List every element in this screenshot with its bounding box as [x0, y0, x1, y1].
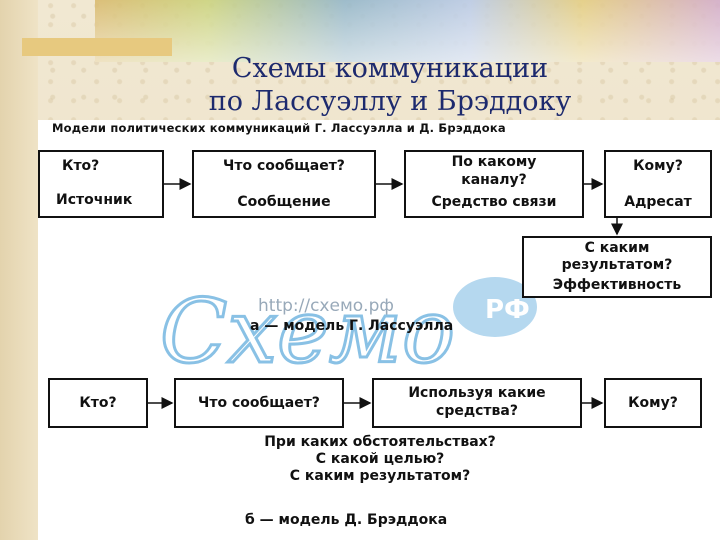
watermark-splash: [453, 277, 537, 337]
lasswell-whom-answer: Адресат: [624, 194, 692, 210]
lasswell-who-question: Кто?: [62, 158, 100, 174]
title-line-2: по Лассуэллу и Брэддоку: [208, 86, 572, 117]
figure-caption: Модели политических коммуникаций Г. Ласс…: [52, 121, 506, 135]
watermark-badge: РФ: [485, 295, 530, 325]
braddock-box-who: Кто?: [48, 378, 148, 428]
top-decor-stripe: [22, 38, 172, 56]
braddock-what-label: Что сообщает?: [198, 395, 320, 411]
braddock-caption: б — модель Д. Брэддока: [245, 512, 448, 528]
watermark-url: http://схемо.рф: [258, 296, 394, 316]
braddock-whom-label: Кому?: [628, 395, 678, 411]
left-decor-bar: [0, 0, 38, 540]
braddock-question-2: С какой целью?: [315, 451, 445, 467]
lasswell-result-q2: результатом?: [561, 257, 673, 273]
page-title: Схемы коммуникации по Лассуэллу и Брэддо…: [120, 52, 660, 118]
lasswell-box-what: Что сообщает? Сообщение: [192, 150, 376, 218]
braddock-box-whom: Кому?: [604, 378, 702, 428]
braddock-means-line1: Используя какие: [408, 385, 546, 401]
lasswell-caption: а — модель Г. Лассуэлла: [250, 318, 454, 334]
top-decor-shade: [95, 0, 720, 62]
lasswell-box-result: С каким результатом? Эффективность: [522, 236, 712, 298]
lasswell-whom-question: Кому?: [633, 158, 683, 174]
lasswell-who-answer: Источник: [56, 192, 133, 208]
braddock-means-line2: средства?: [436, 403, 518, 419]
braddock-question-3: С каким результатом?: [289, 468, 471, 484]
braddock-box-means: Используя какие средства?: [372, 378, 582, 428]
lasswell-what-question: Что сообщает?: [223, 158, 345, 174]
braddock-box-what: Что сообщает?: [174, 378, 344, 428]
title-line-1: Схемы коммуникации: [231, 53, 549, 84]
lasswell-result-answer: Эффективность: [552, 277, 682, 293]
lasswell-box-channel: По какому каналу? Средство связи: [404, 150, 584, 218]
watermark-logo-text: Схемо: [160, 280, 455, 372]
lasswell-channel-answer: Средство связи: [431, 194, 557, 210]
lasswell-result-q1: С каким: [584, 240, 650, 256]
watermark-logo: РФ Схемо: [160, 277, 537, 372]
braddock-who-label: Кто?: [79, 395, 117, 411]
lasswell-what-answer: Сообщение: [237, 194, 331, 210]
lasswell-box-who: Кто? Источник: [38, 150, 164, 218]
braddock-question-1: При каких обстоятельствах?: [264, 434, 496, 450]
lasswell-box-whom: Кому? Адресат: [604, 150, 712, 218]
lasswell-channel-q2: каналу?: [461, 172, 527, 188]
lasswell-channel-q1: По какому: [451, 154, 537, 170]
